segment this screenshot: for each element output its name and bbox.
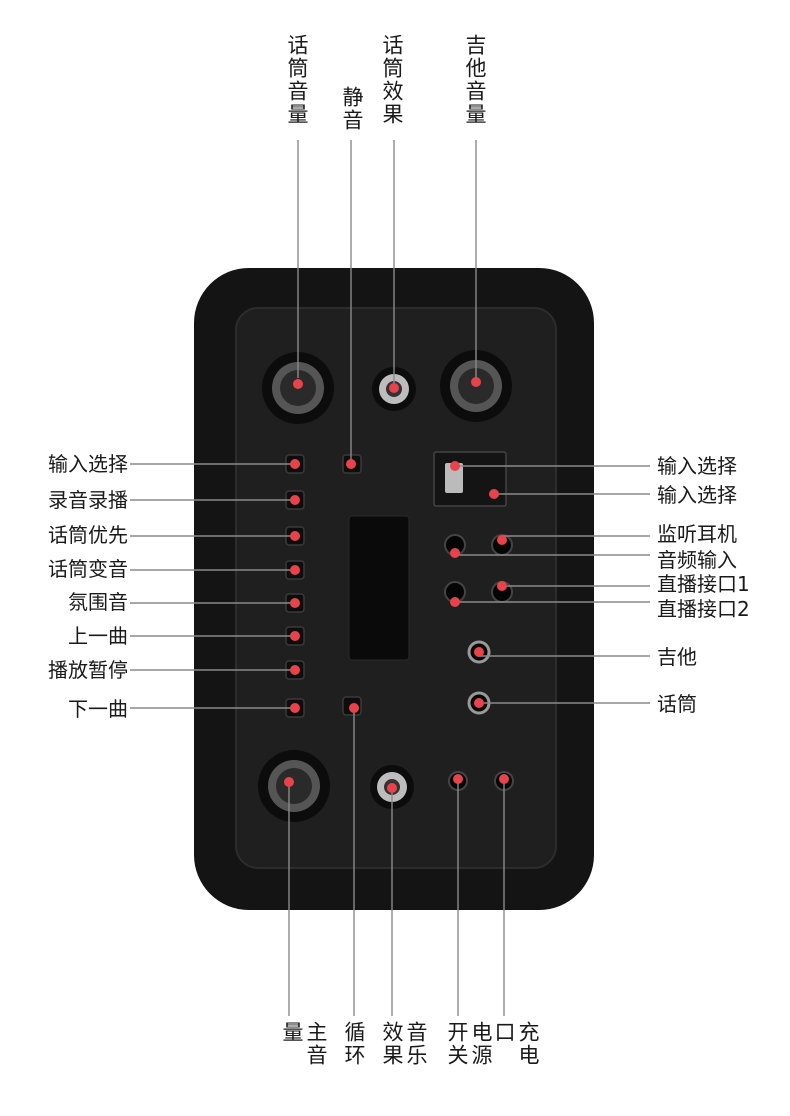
callout-dots bbox=[284, 377, 509, 793]
callout-dot-charge bbox=[499, 774, 509, 784]
label-audio-input: 音频输入 bbox=[657, 548, 737, 572]
label-main-volume: 主音量 bbox=[280, 1021, 328, 1067]
label-mic-effect: 话筒效果 bbox=[380, 34, 404, 126]
callout-dot-power bbox=[453, 774, 463, 784]
callout-dot-live-port-2 bbox=[450, 597, 460, 607]
callout-dot-live-port-1 bbox=[497, 581, 507, 591]
callout-dot-ambience bbox=[290, 598, 300, 608]
callout-dot-mic-effect bbox=[389, 383, 399, 393]
switch-slider[interactable] bbox=[445, 463, 463, 493]
callout-dot-mute bbox=[346, 459, 356, 469]
callout-dot-guitar bbox=[474, 647, 484, 657]
label-music: 音乐效果 bbox=[380, 1021, 428, 1067]
label-charge: 充电口 bbox=[492, 1021, 540, 1067]
label-mic: 话筒 bbox=[657, 692, 697, 716]
callout-dot-mic bbox=[474, 698, 484, 708]
label-input-select-1: 输入选择 bbox=[657, 454, 737, 478]
main-volume-knob[interactable] bbox=[258, 750, 330, 822]
label-power: 电源开关 bbox=[445, 1021, 493, 1067]
callout-dot-guitar-volume bbox=[471, 377, 481, 387]
label-monitor-headphone: 监听耳机 bbox=[657, 522, 737, 546]
callout-dot-mic-priority bbox=[290, 531, 300, 541]
callout-dot-next-track bbox=[290, 703, 300, 713]
label-record-play: 录音录播 bbox=[48, 488, 128, 512]
label-live-port-1: 直播接口1 bbox=[657, 572, 750, 596]
callout-lines bbox=[130, 140, 650, 1016]
label-next-track: 下一曲 bbox=[68, 697, 128, 721]
callout-dot-mic-volume bbox=[293, 379, 303, 389]
label-mic-priority: 话筒优先 bbox=[48, 523, 128, 547]
callout-dot-mic-voice-change bbox=[290, 565, 300, 575]
label-input-select-2: 输入选择 bbox=[657, 483, 737, 507]
display-screen bbox=[348, 515, 410, 661]
callout-dot-main-volume bbox=[284, 777, 294, 787]
callout-dot-loop bbox=[349, 703, 359, 713]
label-mute: 静音 bbox=[340, 86, 364, 132]
callout-dot-prev-track bbox=[290, 631, 300, 641]
label-mic-voice-change: 话筒变音 bbox=[48, 557, 128, 581]
callout-dot-record-play bbox=[290, 495, 300, 505]
callout-dot-input-select-2 bbox=[489, 489, 499, 499]
label-mic-volume: 话筒音量 bbox=[285, 34, 309, 126]
label-guitar-volume: 吉他音量 bbox=[463, 34, 487, 126]
callout-dot-input-select-1 bbox=[450, 461, 460, 471]
label-ambience: 氛围音 bbox=[68, 590, 128, 614]
callout-dot-audio-input bbox=[450, 548, 460, 558]
callout-dot-music bbox=[387, 783, 397, 793]
label-play-pause: 播放暂停 bbox=[48, 658, 128, 682]
label-live-port-2: 直播接口2 bbox=[657, 597, 750, 621]
label-guitar: 吉他 bbox=[657, 645, 697, 669]
label-loop: 循环 bbox=[342, 1021, 366, 1067]
label-prev-track: 上一曲 bbox=[68, 624, 128, 648]
callout-dot-play-pause bbox=[290, 665, 300, 675]
callout-dot-input-select bbox=[290, 459, 300, 469]
callout-dot-monitor-headphone bbox=[497, 535, 507, 545]
label-input-select: 输入选择 bbox=[48, 452, 128, 476]
